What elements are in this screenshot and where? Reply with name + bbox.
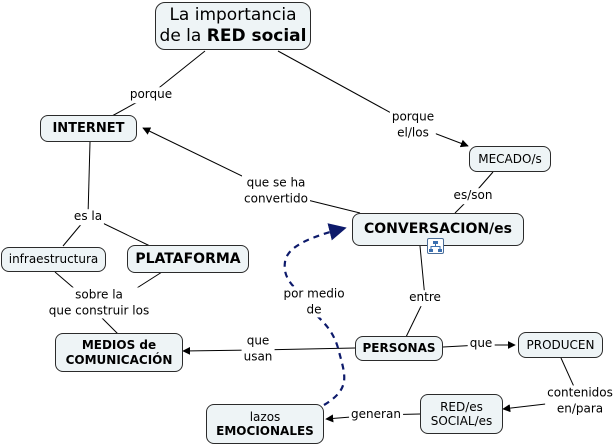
node-internet[interactable]: INTERNET — [40, 115, 137, 142]
concept-map-icon[interactable] — [427, 238, 444, 254]
link-label-porque-ellos: porque el/los — [389, 109, 437, 141]
node-mercado[interactable]: MECADO/s — [469, 146, 551, 172]
link-label-que-usan: que usan — [241, 333, 275, 365]
node-lazos-emocionales[interactable]: lazos EMOCIONALES — [206, 404, 324, 444]
link-label-porque: porque — [127, 87, 175, 103]
link-label-por-medio-de: por medio de — [281, 286, 347, 318]
link-label-sobre-la: sobre la que construir los — [46, 287, 152, 319]
node-infraestructura[interactable]: infraestructura — [1, 247, 106, 272]
concept-map-icon-glyph — [429, 241, 442, 252]
node-red-social[interactable]: RED/es SOCIAL/es — [420, 394, 503, 434]
link-label-es-la: es la — [71, 209, 105, 225]
node-medios[interactable]: MEDIOS de COMUNICACIÓN — [55, 333, 183, 372]
link-label-que-se-ha-convertido: que se ha convertido — [242, 175, 310, 207]
edge-sobre-medios — [99, 315, 119, 335]
link-label-contenidos: contenidos en/para — [545, 385, 615, 417]
node-producen[interactable]: PRODUCEN — [518, 332, 603, 358]
node-personas[interactable]: PERSONAS — [355, 336, 443, 361]
link-label-entre: entre — [407, 290, 443, 306]
title-line-1: La importancia — [169, 4, 297, 25]
edge-conversacion-entre — [419, 245, 426, 299]
node-plataforma[interactable]: PLATAFORMA — [127, 245, 249, 273]
link-label-generan: generan — [349, 407, 403, 423]
link-label-que: que — [467, 336, 495, 352]
edge-internet-esla — [87, 141, 91, 217]
title-line-2: de la RED social — [159, 26, 307, 46]
title-node[interactable]: La importancia de la RED social — [155, 2, 311, 50]
link-label-es-son: es/son — [451, 188, 495, 204]
